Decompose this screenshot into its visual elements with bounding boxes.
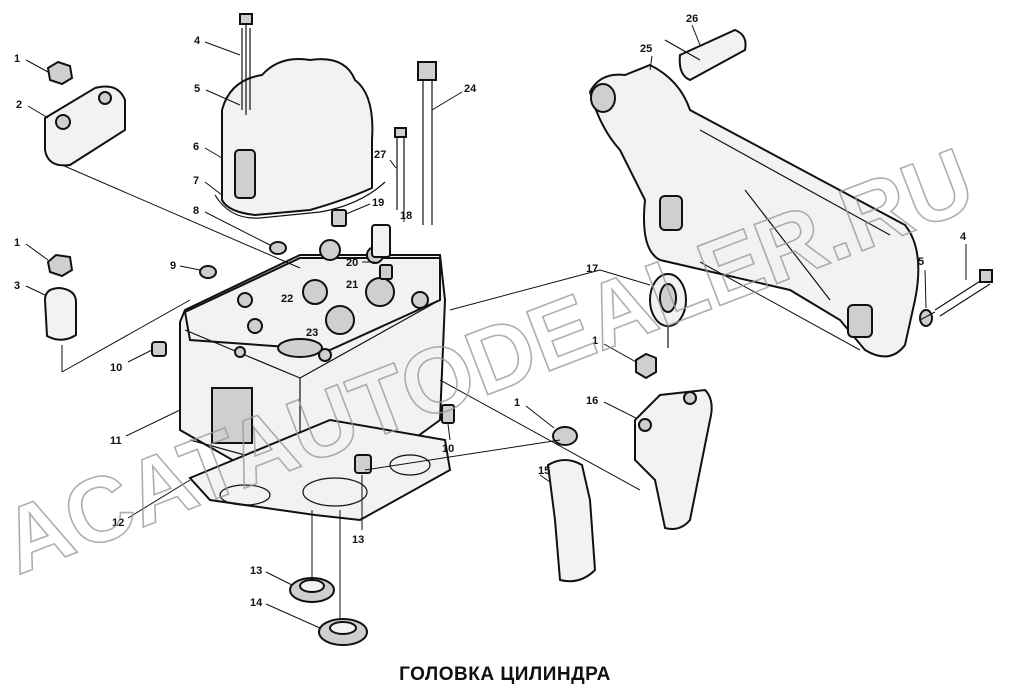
svg-text:18: 18 bbox=[400, 210, 412, 222]
callout-11: 11 bbox=[110, 409, 181, 447]
callout-17: 17 bbox=[586, 263, 651, 286]
svg-text:1: 1 bbox=[592, 335, 598, 347]
svg-text:3: 3 bbox=[14, 280, 20, 292]
callout-10b: 10 bbox=[442, 423, 454, 455]
svg-text:17: 17 bbox=[586, 263, 598, 275]
callout-1d: 1 bbox=[514, 397, 555, 429]
callout-1b: 1 bbox=[14, 237, 49, 261]
small-washers bbox=[151, 241, 455, 474]
svg-text:4: 4 bbox=[194, 35, 201, 47]
callout-16: 16 bbox=[586, 395, 637, 419]
svg-text:26: 26 bbox=[686, 13, 698, 25]
svg-text:13: 13 bbox=[250, 565, 262, 577]
callout-2: 2 bbox=[16, 99, 49, 119]
long-bolts bbox=[331, 61, 437, 280]
svg-text:5: 5 bbox=[194, 83, 200, 95]
callout-13b: 13 bbox=[352, 475, 364, 546]
callout-5b: 5 bbox=[918, 256, 927, 309]
callout-21: 21 bbox=[346, 279, 358, 291]
svg-text:5: 5 bbox=[918, 256, 924, 268]
callout-4a: 4 bbox=[194, 35, 241, 56]
svg-text:11: 11 bbox=[110, 435, 122, 447]
svg-text:4: 4 bbox=[960, 231, 967, 243]
lifting-eye bbox=[649, 273, 687, 348]
svg-text:12: 12 bbox=[112, 517, 124, 529]
callout-labels: 1 2 4 5 6 7 8 1 3 9 10 11 12 13 14 13 10… bbox=[14, 13, 967, 629]
callout-4b: 4 bbox=[960, 231, 967, 280]
svg-text:23: 23 bbox=[306, 327, 318, 339]
injector-holder bbox=[634, 352, 713, 530]
svg-text:15: 15 bbox=[538, 465, 550, 477]
callout-1a: 1 bbox=[14, 53, 49, 73]
svg-text:22: 22 bbox=[281, 293, 293, 305]
svg-text:19: 19 bbox=[372, 197, 384, 209]
callout-1c: 1 bbox=[592, 335, 637, 363]
temperature-sensor bbox=[664, 28, 747, 82]
callout-10a: 10 bbox=[110, 349, 153, 374]
callout-7: 7 bbox=[193, 175, 223, 196]
svg-text:10: 10 bbox=[442, 443, 454, 455]
svg-text:14: 14 bbox=[250, 597, 263, 609]
callout-19: 19 bbox=[345, 197, 384, 215]
svg-text:1: 1 bbox=[14, 53, 20, 65]
callout-14: 14 bbox=[250, 597, 321, 629]
callout-20: 20 bbox=[346, 257, 375, 269]
svg-text:1: 1 bbox=[514, 397, 520, 409]
rocker-cover bbox=[214, 58, 386, 219]
svg-text:21: 21 bbox=[346, 279, 358, 291]
callout-23: 23 bbox=[306, 327, 318, 339]
svg-text:6: 6 bbox=[193, 141, 199, 153]
diagram-caption: ГОЛОВКА ЦИЛИНДРА bbox=[399, 664, 611, 685]
svg-text:16: 16 bbox=[586, 395, 598, 407]
callout-22: 22 bbox=[281, 293, 293, 305]
callout-12: 12 bbox=[112, 479, 191, 529]
callout-26: 26 bbox=[686, 13, 701, 46]
callout-15: 15 bbox=[538, 465, 551, 483]
svg-text:1: 1 bbox=[14, 237, 20, 249]
callout-3: 3 bbox=[14, 280, 46, 296]
svg-text:13: 13 bbox=[352, 534, 364, 546]
callout-5a: 5 bbox=[194, 83, 241, 106]
svg-text:25: 25 bbox=[640, 43, 652, 55]
watermark-text: ACATAUTODEALER.RU bbox=[0, 129, 987, 593]
callout-13a: 13 bbox=[250, 565, 293, 586]
callout-24: 24 bbox=[431, 83, 477, 111]
callout-6: 6 bbox=[193, 141, 223, 159]
injector-sleeve bbox=[546, 426, 597, 583]
assembly-lines bbox=[61, 164, 936, 620]
svg-text:8: 8 bbox=[193, 205, 199, 217]
callout-8: 8 bbox=[193, 205, 271, 246]
svg-text:9: 9 bbox=[170, 260, 176, 272]
svg-text:10: 10 bbox=[110, 362, 122, 374]
callout-27: 27 bbox=[374, 149, 397, 169]
exhaust-manifold bbox=[588, 63, 920, 358]
seal-rings bbox=[289, 577, 368, 646]
svg-text:7: 7 bbox=[193, 175, 199, 187]
callout-25: 25 bbox=[640, 43, 653, 71]
svg-text:20: 20 bbox=[346, 257, 358, 269]
svg-text:2: 2 bbox=[16, 99, 22, 111]
cover-stud bbox=[239, 13, 253, 115]
manifold-bolt bbox=[919, 269, 993, 327]
bracket-and-nut bbox=[44, 60, 126, 167]
nut-and-cap bbox=[43, 253, 77, 341]
callout-9: 9 bbox=[170, 260, 201, 272]
callout-18: 18 bbox=[400, 210, 412, 222]
svg-text:27: 27 bbox=[374, 149, 386, 161]
head-gasket bbox=[188, 418, 452, 522]
svg-text:24: 24 bbox=[464, 83, 477, 95]
